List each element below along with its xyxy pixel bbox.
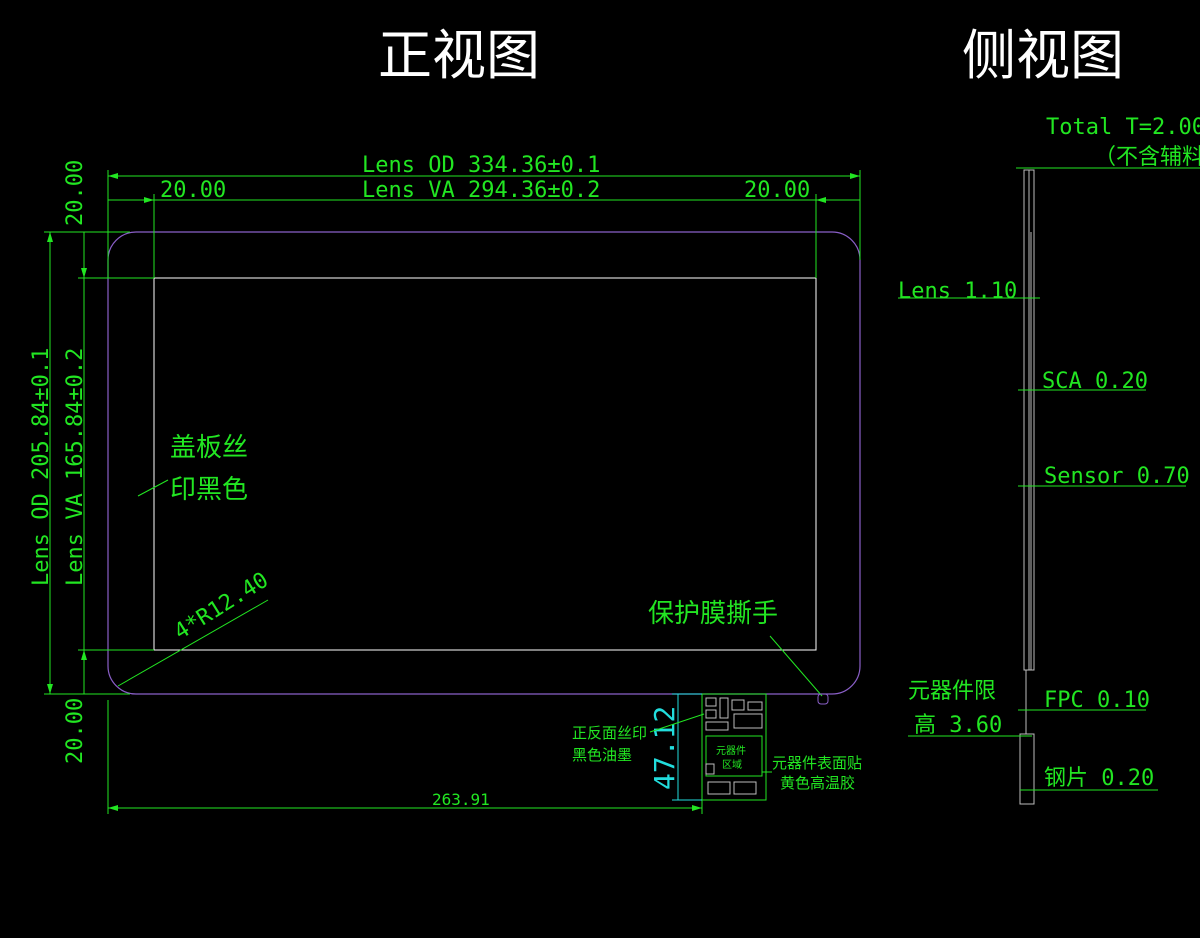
front-view: Lens OD 334.36±0.1 Lens VA 294.36±0.2 20… [29, 153, 862, 814]
total-thickness-label: Total T=2.00 [1046, 115, 1200, 140]
sensor-thickness-label: Sensor 0.70 [1044, 464, 1190, 489]
lens-od-width-label: Lens OD 334.36±0.1 [362, 153, 600, 178]
component-height-line1: 元器件限 [908, 679, 996, 704]
component-pad [705, 697, 717, 707]
component-pad [733, 781, 757, 795]
arrow-head [850, 173, 860, 179]
arrow-head [108, 805, 118, 811]
component-pad [719, 697, 729, 719]
component-pad [747, 701, 763, 711]
fpc-offset-label: 263.91 [432, 790, 490, 809]
arrow-head [81, 650, 87, 660]
fpc-tail: 47.12 元器件 区域 [648, 693, 767, 801]
silkscreen-note-line2: 印黑色 [170, 475, 248, 505]
lens-thickness-label: Lens 1.10 [898, 279, 1017, 304]
fpc-length-label: 47.12 [648, 706, 681, 790]
front-view-title: 正视图 [378, 24, 540, 87]
lens-od-height-label: Lens OD 205.84±0.1 [29, 348, 54, 586]
tape-note-line1: 元器件表面贴 [772, 754, 862, 772]
viewing-area [153, 277, 817, 651]
component-pad [705, 763, 715, 775]
right-margin-label: 20.00 [744, 178, 810, 203]
arrow-head [47, 684, 53, 694]
component-pad [705, 709, 717, 719]
fpc-outline [701, 693, 767, 801]
total-thickness-note: （不含辅料 [1094, 145, 1200, 170]
component-pad [731, 699, 745, 711]
peel-tab-label: 保护膜撕手 [648, 599, 778, 629]
stiffener-thickness-label: 钢片 0.20 [1044, 766, 1154, 791]
top-margin-label: 20.00 [63, 160, 88, 226]
component-pad [707, 781, 731, 795]
sca-thickness-label: SCA 0.20 [1042, 369, 1148, 394]
corner-radius-leader [117, 599, 269, 687]
arrow-head [692, 805, 702, 811]
silkscreen-leader [137, 479, 169, 497]
side-view-title: 侧视图 [962, 24, 1124, 87]
arrow-head [81, 268, 87, 278]
arrow-head [108, 173, 118, 179]
ink-leader [649, 713, 705, 733]
peel-tab-marker [817, 693, 829, 705]
stiffener-plate [1019, 733, 1035, 805]
tape-note-line2: 黄色高温胶 [780, 774, 855, 792]
silkscreen-note-line1: 盖板丝 [170, 433, 248, 463]
arrow-head [816, 197, 826, 203]
left-margin-label: 20.00 [160, 178, 226, 203]
component-pad [733, 713, 763, 729]
arrow-head [47, 232, 53, 242]
lens-va-height-label: Lens VA 165.84±0.2 [63, 348, 88, 586]
lens-outline [107, 231, 861, 695]
arrow-head [144, 197, 154, 203]
component-area [705, 735, 763, 777]
component-height-line2: 高 3.60 [914, 713, 1002, 738]
component-area-label-line2: 区域 [722, 758, 742, 771]
peel-tab-leader [769, 635, 823, 697]
fpc-thickness-label: FPC 0.10 [1044, 688, 1150, 713]
lens-va-width-label: Lens VA 294.36±0.2 [362, 178, 600, 203]
component-pad [705, 721, 729, 731]
ink-note-line1: 正反面丝印 [572, 724, 647, 742]
side-view: Total T=2.00 （不含辅料 Lens 1.10 SCA 0.20 Se… [898, 115, 1200, 805]
bottom-margin-label: 20.00 [63, 698, 88, 764]
component-area-label-line1: 元器件 [716, 745, 746, 757]
ink-note-line2: 黑色油墨 [572, 746, 632, 764]
